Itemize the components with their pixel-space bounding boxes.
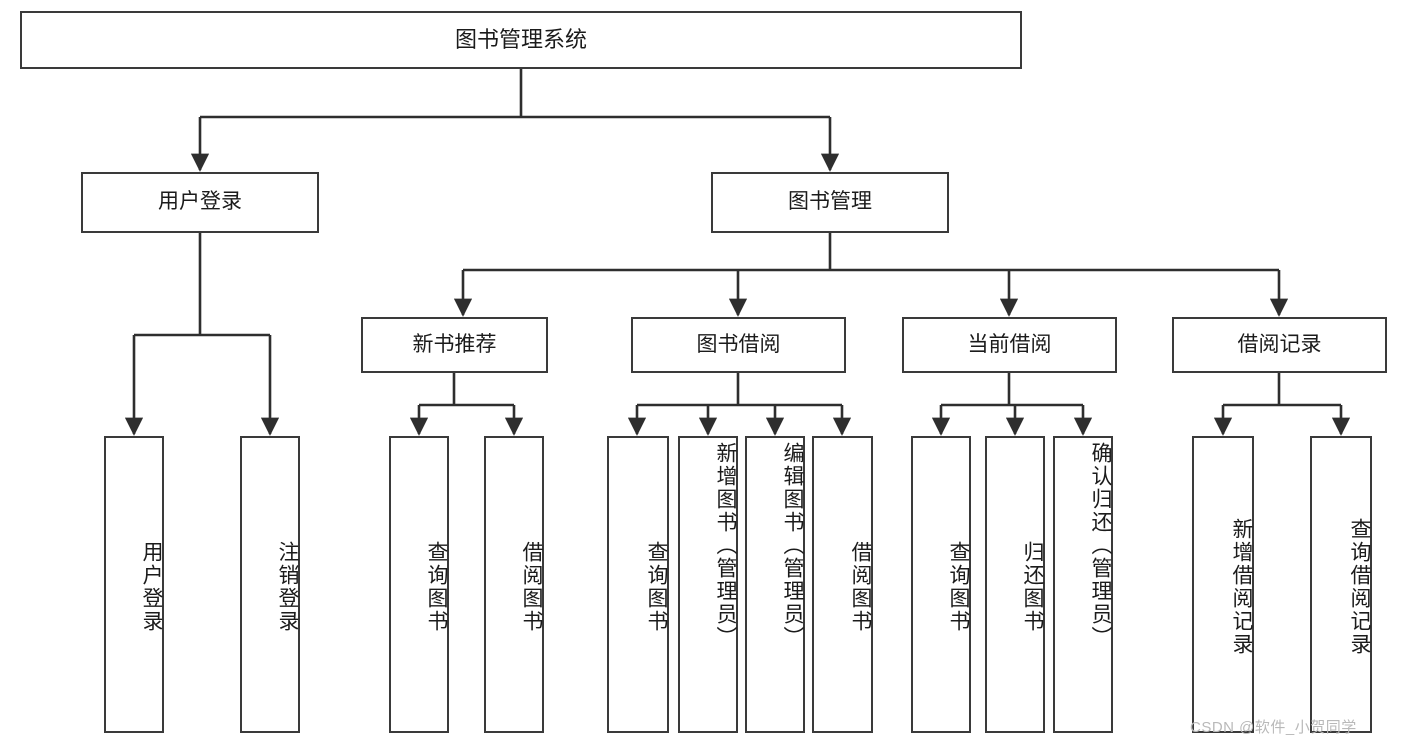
- leaf-query-record-label: 查询借阅记录: [1348, 517, 1371, 656]
- node-borrow-record-label: 借阅记录: [1237, 332, 1322, 356]
- leaf-user-login-label: 用户登录: [140, 540, 163, 633]
- leaf-edit-book[interactable]: 编辑图书（管理员）: [745, 436, 805, 733]
- node-new-book-recommend-label: 新书推荐: [412, 332, 497, 356]
- node-root-label: 图书管理系统: [454, 27, 587, 53]
- leaf-add-record[interactable]: 新增借阅记录: [1192, 436, 1254, 733]
- leaf-query-book-2-label: 查询图书: [645, 540, 668, 633]
- leaf-confirm-return[interactable]: 确认归还（管理员）: [1053, 436, 1113, 733]
- node-user-login-label: 用户登录: [158, 190, 242, 214]
- node-book-manage[interactable]: 图书管理: [711, 172, 949, 233]
- node-new-book-recommend[interactable]: 新书推荐: [361, 317, 548, 373]
- leaf-borrow-book-2-label: 借阅图书: [849, 540, 872, 633]
- leaf-add-book[interactable]: 新增图书（管理员）: [678, 436, 738, 733]
- leaf-query-book-3-label: 查询图书: [947, 540, 970, 633]
- leaf-query-book-2[interactable]: 查询图书: [607, 436, 669, 733]
- leaf-query-record[interactable]: 查询借阅记录: [1310, 436, 1372, 733]
- leaf-return-book[interactable]: 归还图书: [985, 436, 1045, 733]
- leaf-user-logout[interactable]: 注销登录: [240, 436, 300, 733]
- leaf-add-record-label: 新增借阅记录: [1230, 517, 1253, 656]
- csdn-watermark: CSDN @软件_小贺同学: [1190, 719, 1357, 736]
- node-current-borrow[interactable]: 当前借阅: [902, 317, 1117, 373]
- leaf-user-logout-label: 注销登录: [276, 540, 299, 633]
- node-book-borrow-label: 图书借阅: [696, 332, 781, 356]
- node-book-borrow[interactable]: 图书借阅: [631, 317, 846, 373]
- leaf-return-book-label: 归还图书: [1021, 540, 1044, 633]
- leaf-borrow-book-1-label: 借阅图书: [520, 540, 543, 633]
- leaf-query-book-1-label: 查询图书: [425, 540, 448, 633]
- leaf-query-book-3[interactable]: 查询图书: [911, 436, 971, 733]
- leaf-query-book-1[interactable]: 查询图书: [389, 436, 449, 733]
- node-user-login[interactable]: 用户登录: [81, 172, 319, 233]
- leaf-user-login[interactable]: 用户登录: [104, 436, 164, 733]
- node-root[interactable]: 图书管理系统: [20, 11, 1022, 69]
- node-book-manage-label: 图书管理: [788, 190, 872, 214]
- node-borrow-record[interactable]: 借阅记录: [1172, 317, 1387, 373]
- leaf-borrow-book-1[interactable]: 借阅图书: [484, 436, 544, 733]
- leaf-borrow-book-2[interactable]: 借阅图书: [812, 436, 873, 733]
- leaf-confirm-return-label: 确认归还（管理员）: [1089, 442, 1112, 649]
- leaf-add-book-label: 新增图书（管理员）: [714, 442, 737, 649]
- node-current-borrow-label: 当前借阅: [967, 332, 1052, 356]
- leaf-edit-book-label: 编辑图书（管理员）: [781, 442, 804, 649]
